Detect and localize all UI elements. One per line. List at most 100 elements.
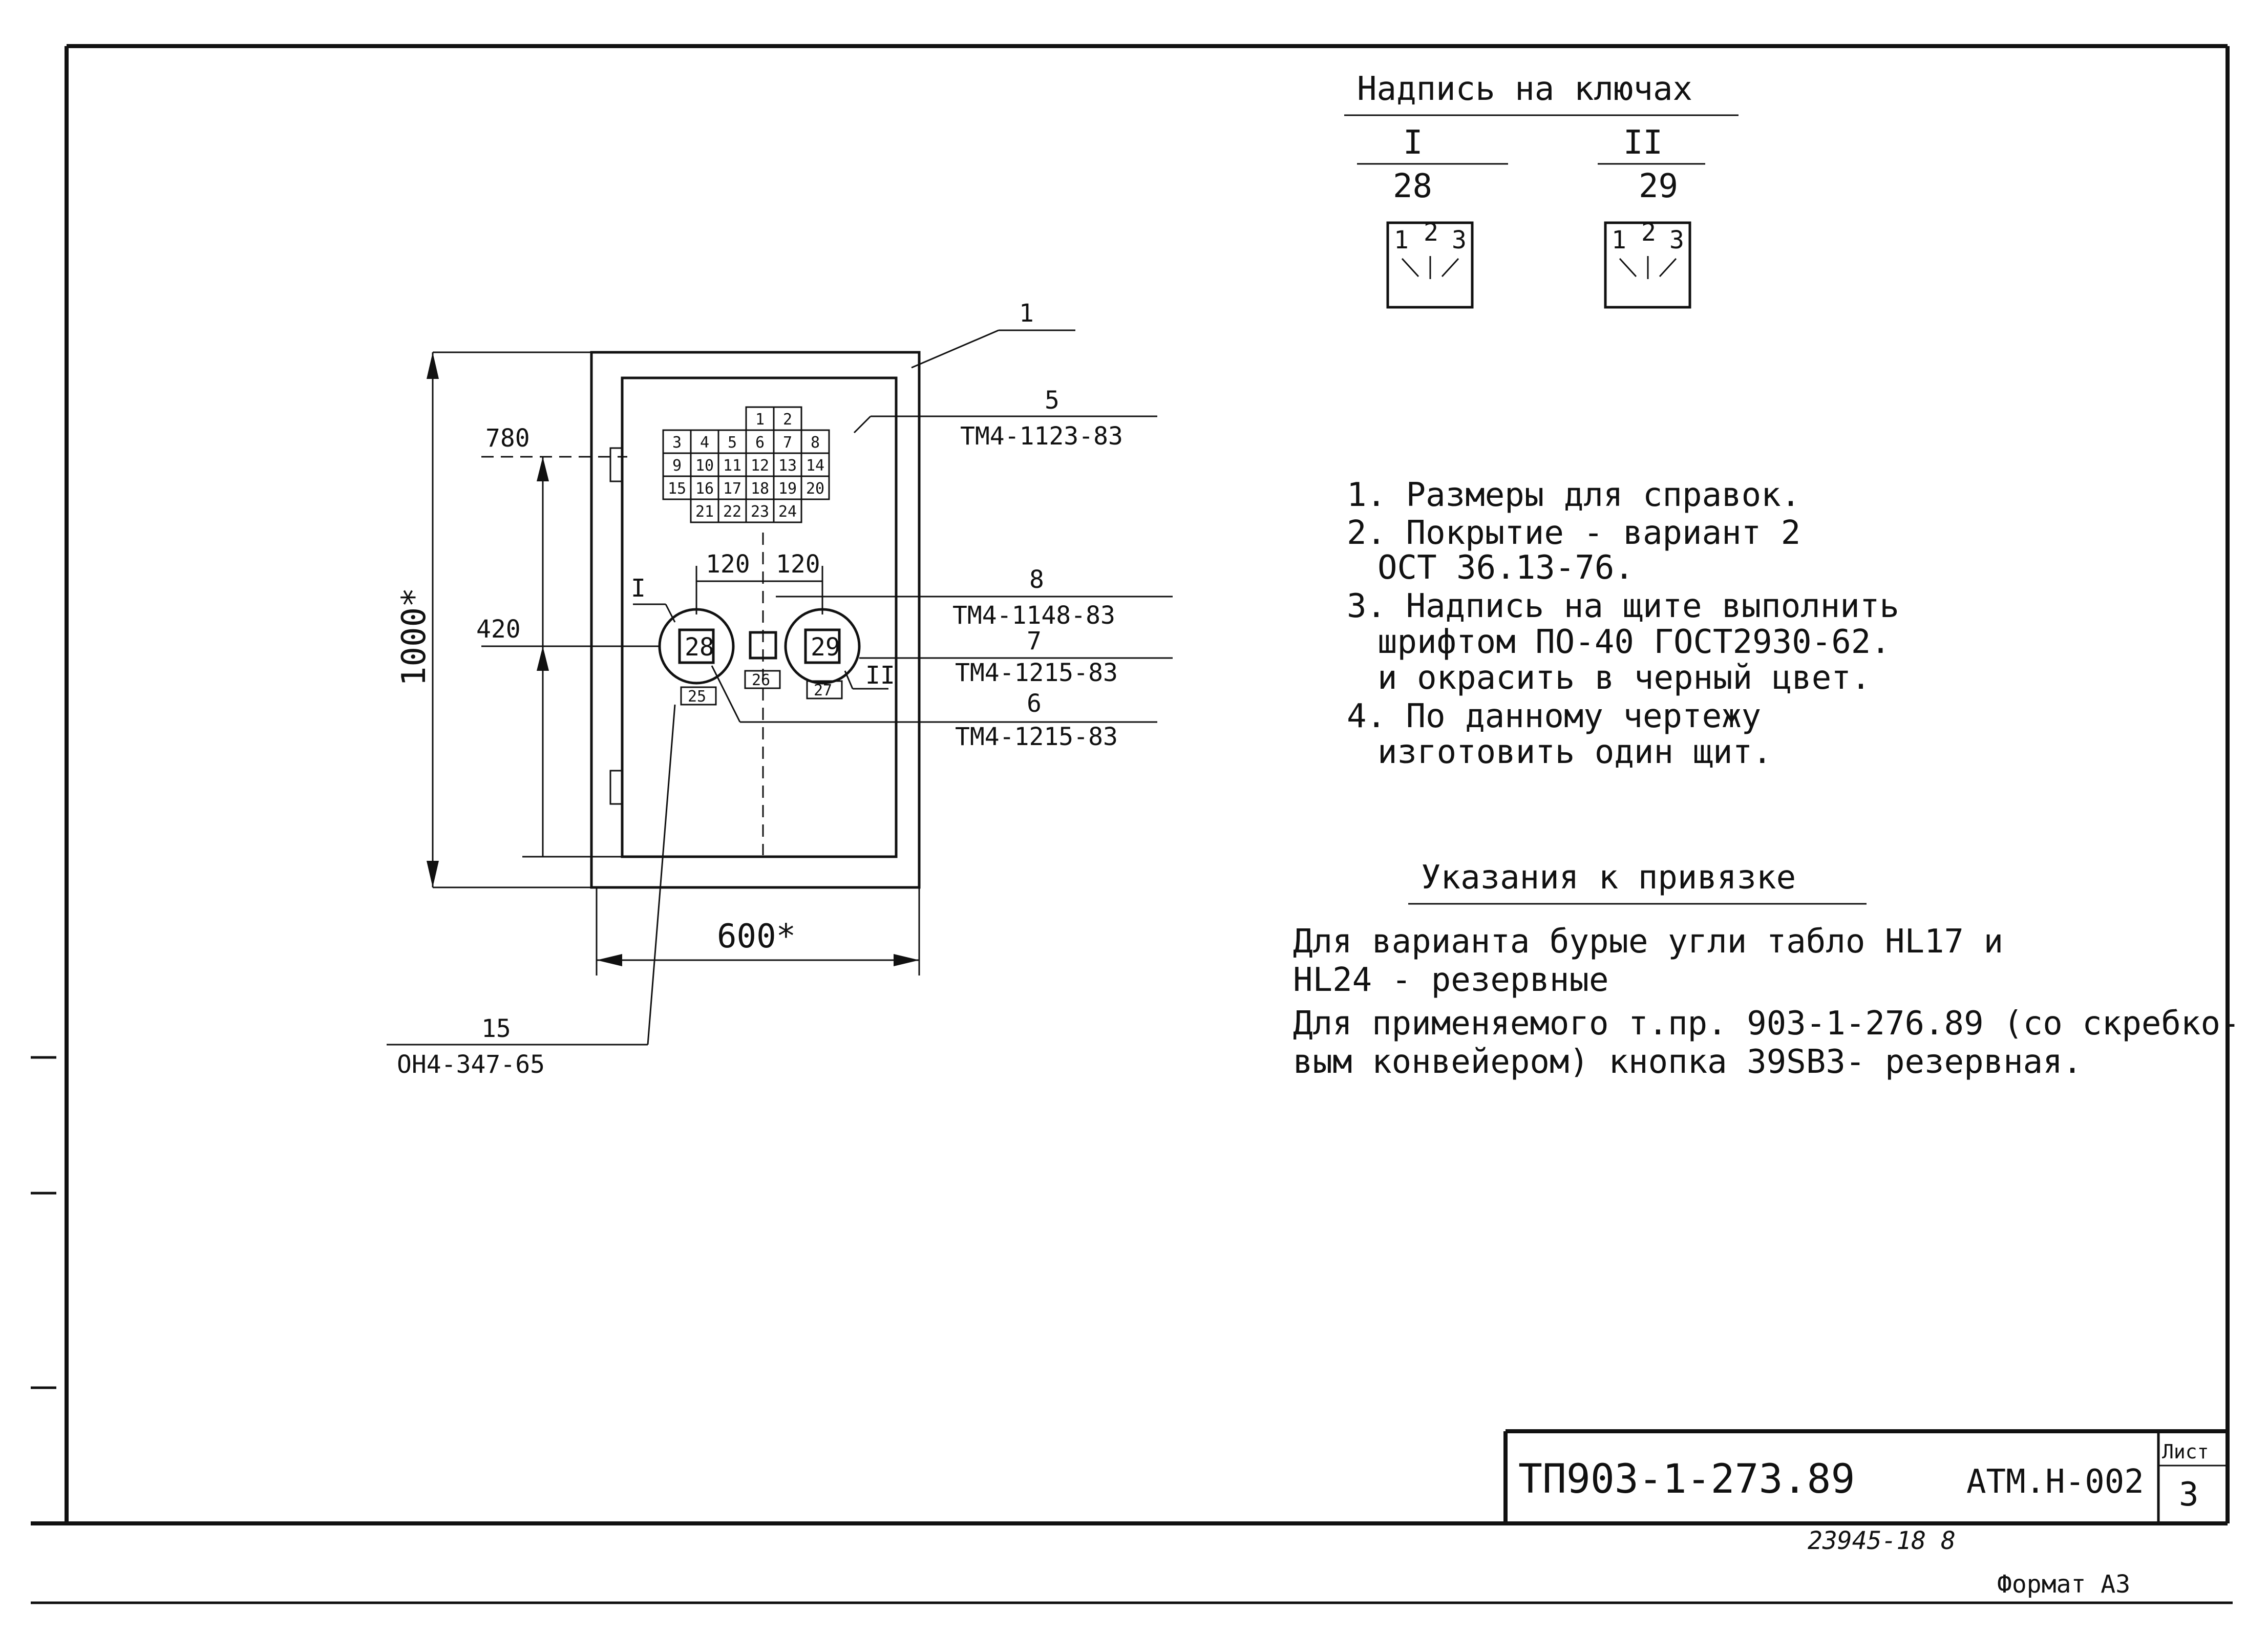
key-2-roman: II: [1623, 124, 1663, 162]
svg-text:6: 6: [1027, 689, 1042, 718]
notes: 1. Размеры для справок. 2. Покрытие - ва…: [1347, 476, 1899, 771]
dim-120-left: 120: [706, 550, 750, 579]
lamp-label: 21: [695, 503, 714, 521]
svg-text:3: 3: [1669, 226, 1684, 255]
title-code: ТП903-1-273.89: [1518, 1456, 1855, 1502]
lamp-label: 15: [668, 480, 686, 498]
key-2-number: 29: [1639, 167, 1678, 205]
svg-text:29: 29: [811, 633, 840, 662]
switch-right: 29: [784, 608, 861, 685]
roman-right: II: [865, 661, 895, 690]
lamp-label: 4: [700, 434, 709, 452]
svg-text:1: 1: [1394, 226, 1409, 255]
binding-line: Для применяемого т.пр. 903-1-276.89 (со …: [1293, 1005, 2240, 1043]
lamp-label: 23: [751, 503, 769, 521]
dim-780: 780: [485, 424, 530, 453]
svg-text:25: 25: [688, 688, 706, 706]
key-1-diagram: 1 2 3: [1386, 218, 1474, 309]
callout-15-spec: ОН4-347-65: [397, 1050, 545, 1079]
binding-line: Для варианта бурые угли табло HL17 и: [1293, 923, 2003, 961]
dim-width: 600*: [717, 918, 796, 956]
hinge-bottom: [609, 770, 623, 805]
svg-text:7: 7: [1027, 627, 1042, 655]
lamp-label: 12: [751, 457, 769, 475]
dim-120-right: 120: [776, 550, 820, 579]
svg-text:1: 1: [1612, 226, 1626, 255]
binding-line: вым конвейером) кнопка 39SB3- резервная.: [1293, 1043, 2082, 1081]
sheet-frame: [31, 44, 2233, 1604]
lamp-label: 3: [672, 434, 682, 452]
key-2-diagram: 1 2 3: [1604, 218, 1691, 309]
note-line: 1. Размеры для справок.: [1347, 476, 1800, 514]
note-line: изготовить один щит.: [1377, 733, 1772, 771]
lamp-label: 16: [695, 480, 714, 498]
note-line: шрифтом ПО-40 ГОСТ2930-62.: [1377, 623, 1891, 661]
center-button: [749, 631, 777, 660]
format-label: Формат А3: [1997, 1570, 2130, 1599]
binding-line: HL24 - резервные: [1293, 961, 1609, 999]
binding-title: Указания к привязке: [1421, 859, 1796, 897]
note-line: и окрасить в черный цвет.: [1377, 659, 1871, 697]
title-doc: АТМ.Н-002: [1966, 1463, 2144, 1501]
callout-5-spec: ТМ4-1123-83: [960, 422, 1123, 451]
callout-7-spec: ТМ4-1215-83: [955, 659, 1118, 687]
panel-door: [621, 376, 898, 858]
lamp-label: 8: [811, 434, 820, 452]
lamp-label: 7: [783, 434, 792, 452]
lamp-label: 11: [723, 457, 741, 475]
svg-text:28: 28: [685, 633, 714, 662]
hinge-top: [609, 447, 623, 482]
key-inscriptions-title: Надпись на ключах: [1357, 70, 1692, 108]
callout-8-spec: ТМ4-1148-83: [952, 601, 1115, 630]
key-1-number: 28: [1393, 167, 1432, 205]
note-line: 4. По данному чертежу: [1347, 697, 1761, 735]
lamp-label: 6: [755, 434, 765, 452]
lamp-label: 19: [778, 480, 797, 498]
lamp-label: 13: [778, 457, 797, 475]
note-line: 3. Надпись на щите выполнить: [1347, 587, 1899, 625]
lamp-label: 14: [806, 457, 824, 475]
svg-text:15: 15: [481, 1014, 511, 1043]
lamp-label: 10: [695, 457, 714, 475]
lamp-label: 2: [783, 411, 792, 429]
switch-left: 28: [658, 608, 735, 685]
lamp-label: 1: [755, 411, 765, 429]
lamp-label: 18: [751, 480, 769, 498]
note-line: 2. Покрытие - вариант 2: [1347, 514, 1800, 552]
dim-420: 420: [476, 615, 521, 644]
lamp-label: 5: [728, 434, 737, 452]
svg-text:2: 2: [1424, 218, 1438, 247]
key-1-roman: I: [1403, 124, 1423, 162]
lamp-label: 9: [672, 457, 682, 475]
key-inscriptions: Надпись на ключах I 28 II 29 1 2 3 1 2 3: [1344, 70, 1739, 309]
lamp-label: 20: [806, 480, 824, 498]
svg-text:8: 8: [1029, 565, 1044, 594]
dim-height: 1000*: [395, 587, 433, 686]
sheet-number: 3: [2179, 1476, 2199, 1514]
lamp-label: 17: [723, 480, 741, 498]
lamp-cell: [800, 475, 830, 500]
svg-text:27: 27: [814, 682, 832, 699]
svg-text:3: 3: [1452, 226, 1467, 255]
svg-text:5: 5: [1045, 386, 1059, 415]
callout-5: 5 ТМ4-1123-83: [853, 386, 1157, 451]
callout-6-spec: ТМ4-1215-83: [955, 723, 1118, 751]
callout-1: 1: [911, 299, 1075, 369]
callouts: 1 5 ТМ4-1123-83 8 ТМ4-1148-83 7 ТМ4-1215…: [387, 299, 1173, 1079]
roman-left: I: [631, 574, 646, 603]
svg-text:26: 26: [752, 671, 770, 689]
note-line: ОСТ 36.13-76.: [1377, 549, 1634, 587]
binding-instructions: Указания к привязке Для варианта бурые у…: [1293, 859, 2240, 1081]
svg-text:1: 1: [1019, 299, 1034, 328]
title-block: ТП903-1-273.89 АТМ.Н-002 Лист 3: [1503, 1429, 2228, 1523]
lamp-label: 24: [778, 503, 797, 521]
inventory-number: 23945-18 8: [1808, 1526, 1956, 1555]
callout-8: 8 ТМ4-1148-83: [776, 565, 1173, 630]
svg-text:2: 2: [1641, 218, 1656, 247]
tag-right: 27: [806, 680, 843, 699]
callout-15: 15 ОН4-347-65: [387, 704, 676, 1079]
tag-center: 26: [744, 670, 781, 689]
